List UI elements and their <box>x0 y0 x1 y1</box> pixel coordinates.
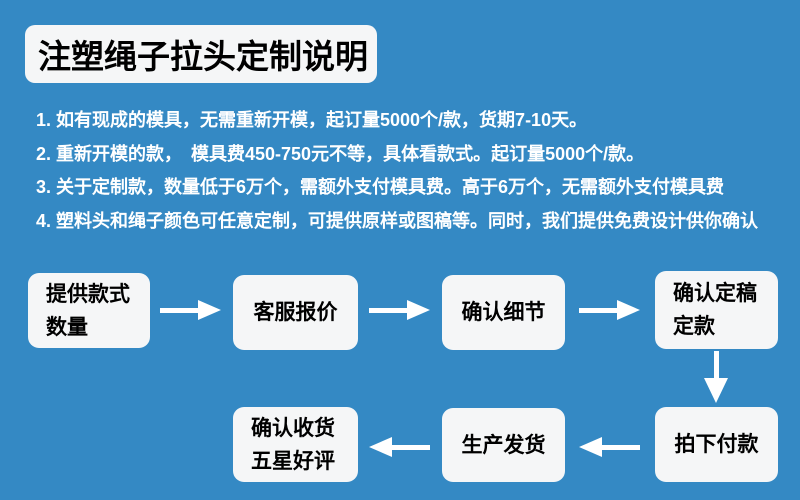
flow-step-label: 数量 <box>46 315 88 339</box>
note-line-1: 1. 如有现成的模具，无需重新开模，起订量5000个/款，货期7-10天。 <box>36 110 588 130</box>
note-line-4: 4. 塑料头和绳子颜色可任意定制，可提供原样或图稿等。同时，我们提供免费设计供你… <box>36 210 759 231</box>
flow-step-quote: 客服报价 <box>233 275 358 350</box>
flow-step-receive-review: 确认收货 五星好评 <box>233 407 358 482</box>
flow-step-label: 确认定稿 <box>673 282 757 305</box>
arrow-left-icon <box>369 437 430 457</box>
flow-step-label: 客服报价 <box>253 301 338 324</box>
note-line-2: 2. 重新开模的款， 模具费450-750元不等，具体看款式。起订量5000个/… <box>36 143 645 164</box>
arrow-right-icon <box>369 300 430 320</box>
flow-step-label: 生产发货 <box>461 433 546 457</box>
flow-step-label: 拍下付款 <box>674 433 759 456</box>
arrow-down-icon <box>704 351 728 403</box>
flow-step-label: 提供款式 <box>46 282 130 306</box>
flow-step-label: 定款 <box>673 315 715 338</box>
note-line-3: 3. 关于定制款，数量低于6万个，需额外支付模具费。高于6万个，无需额外支付模具… <box>36 177 725 197</box>
arrow-left-icon <box>579 437 640 457</box>
flow-step-confirm-draft: 确认定稿 定款 <box>655 271 778 349</box>
flow-step-confirm-details: 确认细节 <box>442 275 565 350</box>
title-panel: 注塑绳子拉头定制说明 <box>25 25 377 83</box>
flow-step-ship: 生产发货 <box>442 408 565 482</box>
arrow-right-icon <box>579 300 640 320</box>
flow-step-provide-style: 提供款式 数量 <box>28 273 150 348</box>
flow-step-payment: 拍下付款 <box>655 407 778 482</box>
instruction-notes: 1. 如有现成的模具，无需重新开模，起订量5000个/款，货期7-10天。 2.… <box>36 104 800 238</box>
flow-step-label: 确认细节 <box>461 301 546 324</box>
arrow-right-icon <box>160 300 221 320</box>
page-title: 注塑绳子拉头定制说明 <box>38 38 368 75</box>
flow-step-label: 确认收货 <box>251 416 335 440</box>
flow-step-label: 五星好评 <box>251 449 335 473</box>
